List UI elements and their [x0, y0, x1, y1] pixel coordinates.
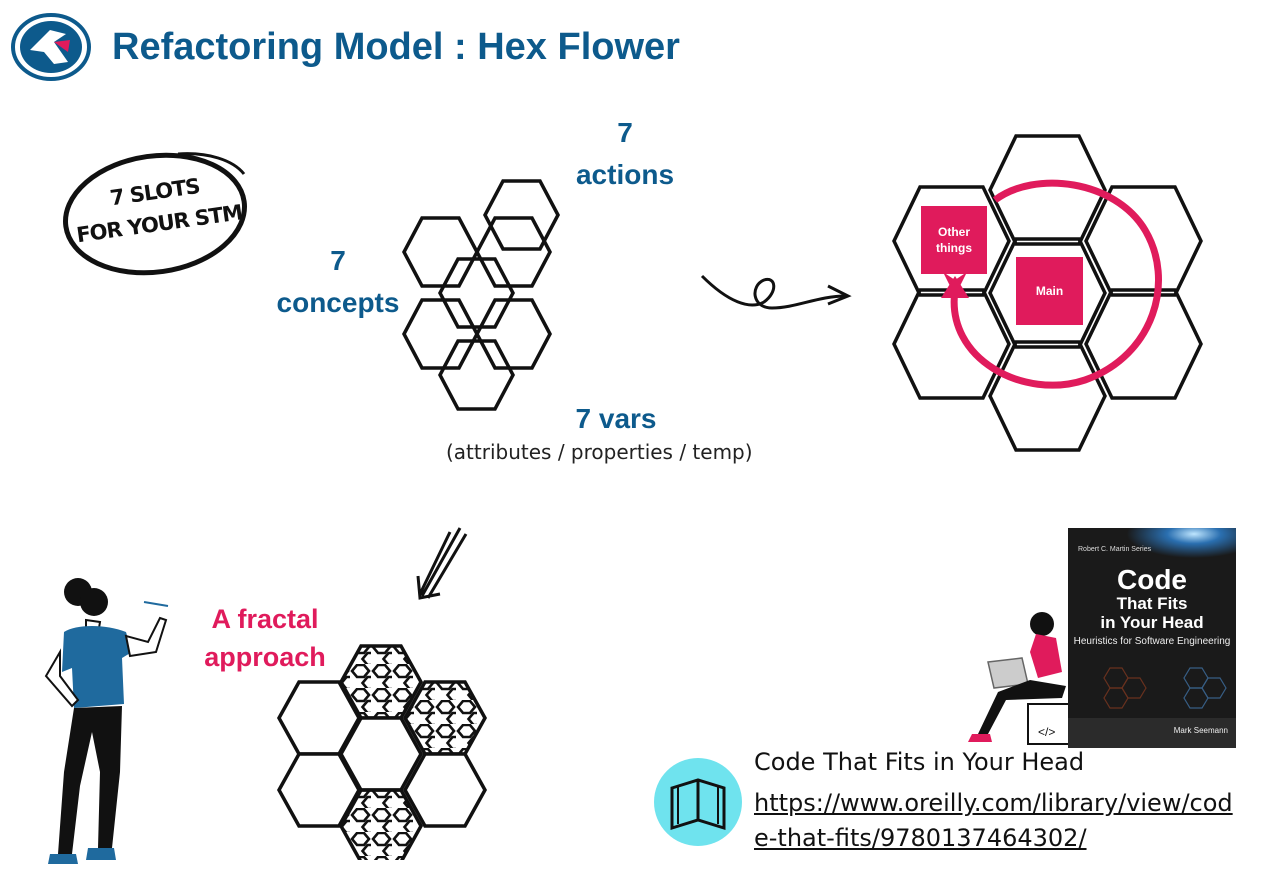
fractal-label: A fractal approach	[190, 600, 340, 676]
woman-figure	[44, 578, 169, 864]
concepts-number: 7	[330, 245, 346, 276]
vars-label: 7 vars	[575, 403, 657, 434]
stm-bubble: 7 SLOTS FOR YOUR STM	[58, 146, 254, 280]
book-cover-title1: Code	[1117, 564, 1187, 595]
book-cover: Robert C. Martin Series Code That Fits i…	[1068, 528, 1236, 748]
fractal-line2: approach	[204, 642, 326, 672]
book-link[interactable]: https://www.oreilly.com/library/view/cod…	[754, 789, 1233, 852]
book-title: Code That Fits in Your Head	[754, 748, 1085, 776]
book-cover-title3: in Your Head	[1100, 613, 1204, 632]
actions-number: 7	[617, 117, 633, 148]
book-series: Robert C. Martin Series	[1078, 546, 1152, 553]
hex-flower	[402, 179, 560, 411]
fractal-hex-flower	[276, 644, 488, 860]
concepts-text: concepts	[276, 287, 400, 318]
book-cover-subtitle: Heuristics for Software Engineering	[1073, 636, 1231, 647]
squiggle-arrow-icon	[700, 274, 852, 310]
main-box: Main	[1016, 257, 1083, 325]
down-arrow-icon	[416, 527, 468, 600]
reader-figure: </>	[968, 612, 1075, 745]
actions-text: actions	[575, 159, 675, 190]
book-icon	[654, 758, 742, 846]
concepts-label: 7 concepts	[266, 240, 410, 324]
page-title: Refactoring Model : Hex Flower	[112, 26, 680, 68]
book-cover-author: Mark Seemann	[1173, 726, 1228, 735]
vars-detail: (attributes / properties / temp)	[446, 440, 753, 464]
book-cover-title2: That Fits	[1116, 594, 1188, 613]
hex-flow-cycle	[892, 134, 1203, 452]
actions-label: 7 actions	[560, 112, 690, 196]
other-things-box: Other things	[921, 206, 987, 274]
logo	[10, 12, 92, 82]
fractal-line1: A fractal	[211, 604, 319, 634]
svg-text:</>: </>	[1038, 725, 1055, 739]
